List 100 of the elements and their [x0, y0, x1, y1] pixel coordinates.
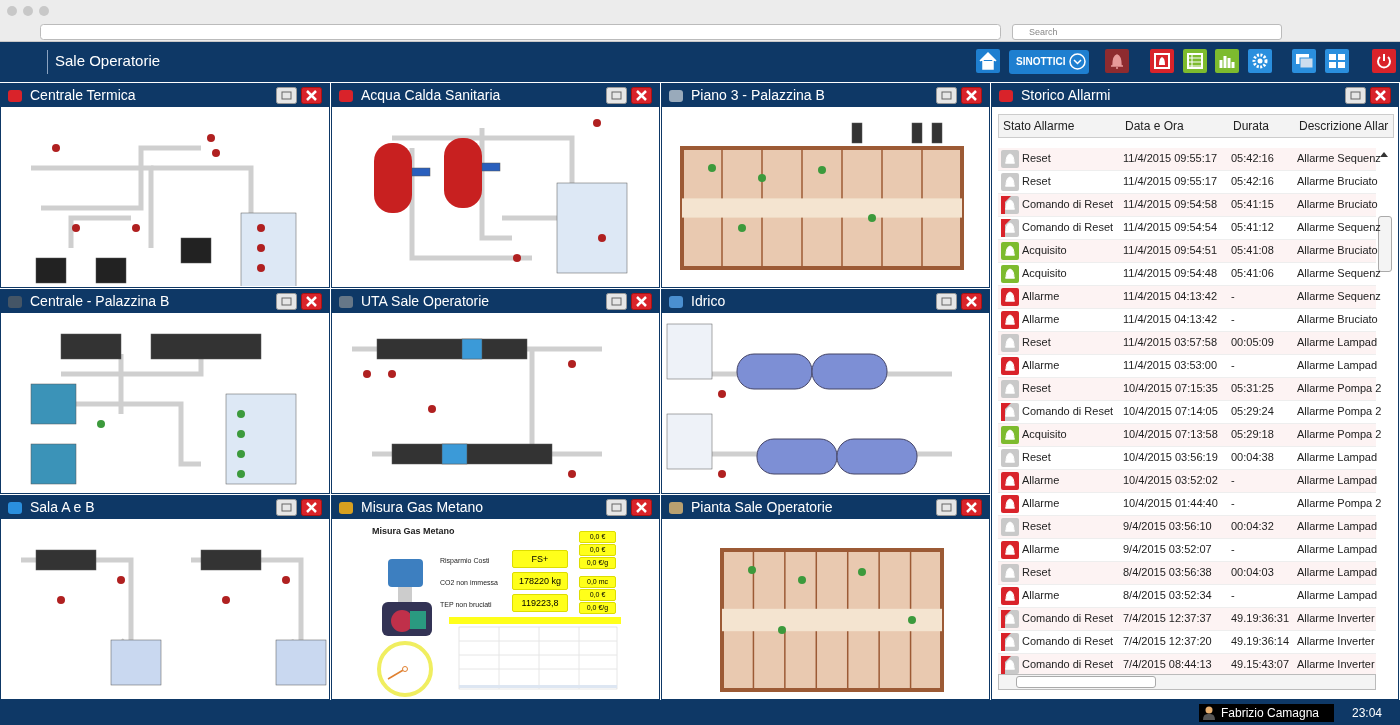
- clock-time: 23:04: [1352, 706, 1383, 720]
- alarm-status: Comando di Reset: [1022, 198, 1114, 210]
- panel-title: Centrale Termica: [30, 87, 136, 103]
- alarm-status: Reset: [1022, 336, 1051, 348]
- date-time: 11/4/2015 09:54:54: [1123, 221, 1217, 233]
- date-time: 11/4/2015 03:53:00: [1123, 359, 1217, 371]
- duration: -: [1231, 543, 1235, 555]
- duration: 49.19:36:14: [1231, 635, 1290, 647]
- alarm-status: Comando di Reset: [1022, 635, 1114, 647]
- dropdown-button: SINOTTICI: [1009, 50, 1089, 74]
- alarm-description: Allarme Bruciato: [1297, 198, 1378, 210]
- alarm-status: Allarme: [1022, 290, 1060, 302]
- date-time: 11/4/2015 09:54:48: [1123, 267, 1217, 279]
- alarm-description: Allarme Sequenz: [1297, 221, 1381, 233]
- date-time: 11/4/2015 04:13:42: [1123, 313, 1217, 325]
- duration: 05:29:18: [1231, 428, 1274, 440]
- duration: 05:42:16: [1231, 152, 1274, 164]
- alarm-description: Allarme Lampad: [1297, 589, 1378, 601]
- alarm-status: Allarme: [1022, 497, 1060, 509]
- dashboard-panel: [331, 495, 660, 700]
- duration: -: [1231, 589, 1235, 601]
- alarm-status: Reset: [1022, 152, 1051, 164]
- column-header: Data e Ora: [1125, 119, 1184, 133]
- alarm-status: Comando di Reset: [1022, 612, 1114, 624]
- alarm-description: Allarme Inverter: [1297, 612, 1375, 624]
- alarm-status: Allarme: [1022, 543, 1060, 555]
- alarm-description: Allarme Sequenz: [1297, 267, 1381, 279]
- duration: -: [1231, 497, 1235, 509]
- alarm-status: Reset: [1022, 451, 1051, 463]
- alarm-status: Allarme: [1022, 359, 1060, 371]
- alarm-description: Allarme Lampad: [1297, 566, 1378, 578]
- panel-title: Idrico: [691, 293, 726, 309]
- value-display: 178220 kg: [512, 572, 568, 590]
- duration: 05:41:08: [1231, 244, 1274, 256]
- alarm-description: Allarme Lampad: [1297, 336, 1378, 348]
- alarm-description: Allarme Bruciato: [1297, 244, 1378, 256]
- date-time: 10/4/2015 03:56:19: [1123, 451, 1218, 463]
- duration: 49.15:43:07: [1231, 658, 1290, 670]
- panel-title: Centrale - Palazzina B: [30, 293, 170, 309]
- alarm-status: Allarme: [1022, 474, 1060, 486]
- section-heading: Misura Gas Metano: [372, 526, 455, 536]
- panel-title: Piano 3 - Palazzina B: [691, 87, 825, 103]
- panel-title: Misura Gas Metano: [361, 499, 484, 515]
- duration: 05:31:25: [1231, 382, 1274, 394]
- alarm-description: Allarme Lampad: [1297, 520, 1378, 532]
- date-time: 11/4/2015 03:57:58: [1123, 336, 1217, 348]
- date-time: 11/4/2015 09:54:51: [1123, 244, 1217, 256]
- column-header: Stato Allarme: [1003, 119, 1075, 133]
- duration: 05:29:24: [1231, 405, 1274, 417]
- date-time: 10/4/2015 07:15:35: [1123, 382, 1218, 394]
- column-header: Descrizione Allar: [1299, 119, 1389, 133]
- alarm-description: Allarme Pompa 2: [1297, 497, 1382, 509]
- duration: 49.19:36:31: [1231, 612, 1290, 624]
- duration: -: [1231, 313, 1235, 325]
- alarm-description: Allarme Pompa 2: [1297, 405, 1382, 417]
- dashboard-panel: [991, 83, 1399, 700]
- date-time: 11/4/2015 09:54:58: [1123, 198, 1217, 210]
- alarm-status: Allarme: [1022, 313, 1060, 325]
- duration: -: [1231, 290, 1235, 302]
- duration: 00:05:09: [1231, 336, 1274, 348]
- alarm-description: Allarme Pompa 2: [1297, 428, 1382, 440]
- date-time: 7/4/2015 12:37:20: [1123, 635, 1212, 647]
- date-time: 10/4/2015 07:13:58: [1123, 428, 1218, 440]
- alarm-description: Allarme Lampad: [1297, 451, 1378, 463]
- duration: 00:04:32: [1231, 520, 1274, 532]
- alarm-status: Acquisito: [1022, 428, 1067, 440]
- panel-title: Acqua Calda Sanitaria: [361, 87, 501, 103]
- date-time: 11/4/2015 09:55:17: [1123, 152, 1217, 164]
- alarm-status: Allarme: [1022, 589, 1060, 601]
- duration: 00:04:38: [1231, 451, 1274, 463]
- alarm-status: Reset: [1022, 175, 1051, 187]
- alarm-description: Allarme Pompa 2: [1297, 382, 1382, 394]
- alarm-status: Acquisito: [1022, 267, 1067, 279]
- duration: 05:41:06: [1231, 267, 1274, 279]
- date-time: 11/4/2015 04:13:42: [1123, 290, 1217, 302]
- date-time: 9/4/2015 03:56:10: [1123, 520, 1212, 532]
- panel-title: Pianta Sale Operatorie: [691, 499, 833, 515]
- date-time: 10/4/2015 01:44:40: [1123, 497, 1218, 509]
- panel-title: UTA Sale Operatorie: [361, 293, 490, 309]
- alarm-status: Reset: [1022, 382, 1051, 394]
- date-time: 7/4/2015 12:37:37: [1123, 612, 1212, 624]
- alarm-description: Allarme Lampad: [1297, 359, 1378, 371]
- duration: -: [1231, 359, 1235, 371]
- date-time: 10/4/2015 03:52:02: [1123, 474, 1218, 486]
- alarm-description: Allarme Lampad: [1297, 543, 1378, 555]
- duration: -: [1231, 474, 1235, 486]
- date-time: 9/4/2015 03:52:07: [1123, 543, 1212, 555]
- panel-title: Sala A e B: [30, 499, 95, 515]
- value-display: FS+: [512, 550, 568, 568]
- panel-title: Storico Allarmi: [1021, 87, 1111, 103]
- app-title: Sale Operatorie: [55, 52, 161, 69]
- duration: 05:41:15: [1231, 198, 1274, 210]
- alarm-description: Allarme Lampad: [1297, 474, 1378, 486]
- date-time: 7/4/2015 08:44:13: [1123, 658, 1212, 670]
- alarm-description: Allarme Sequenz: [1297, 152, 1381, 164]
- date-time: 10/4/2015 07:14:05: [1123, 405, 1218, 417]
- date-time: 8/4/2015 03:56:38: [1123, 566, 1212, 578]
- alarm-description: Allarme Bruciato: [1297, 313, 1378, 325]
- date-time: 8/4/2015 03:52:34: [1123, 589, 1212, 601]
- alarm-status: Reset: [1022, 566, 1051, 578]
